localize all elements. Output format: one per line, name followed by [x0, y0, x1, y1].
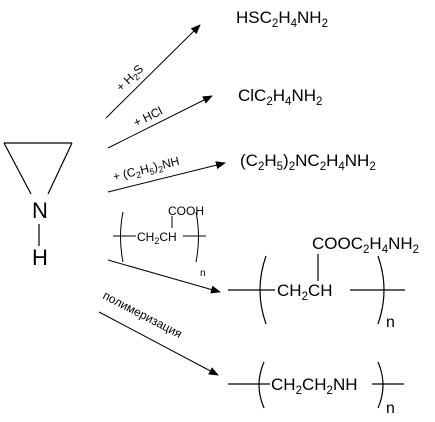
polymer-chain: CH2CH2NH	[271, 375, 358, 397]
reaction-hcl: + HCl	[107, 95, 213, 149]
arrow-h2s	[105, 24, 201, 119]
right-bracket	[377, 361, 384, 409]
polyacrylic-chain: CH2CH	[137, 230, 177, 246]
ring-bond-cn-left	[3, 142, 32, 195]
polyethyleneimine-product: CH2CH2NH n	[228, 361, 404, 417]
hydrogen-atom: H	[32, 245, 48, 270]
polymerization-label: полимеризация	[101, 288, 185, 341]
arrow-hcl	[107, 95, 213, 149]
nitrogen-atom: N	[32, 198, 48, 223]
repeat-index: n	[386, 314, 395, 331]
repeat-index: n	[200, 268, 206, 279]
reagent-diethylamine-label: + (C2H5)2NH	[111, 154, 181, 186]
ring-bond-cn-right	[47, 142, 73, 195]
arrow-polymerization	[98, 311, 219, 376]
left-bracket	[120, 211, 124, 263]
polyacrylate-product: COOC2H4NH2 CH2CH n	[228, 234, 419, 331]
reagent-hcl-label: + HCl	[131, 104, 164, 130]
reagent-h2s-label: + H2S	[113, 62, 147, 96]
reaction-diethylamine: + (C2H5)2NH	[107, 154, 226, 193]
polyacrylic-acid-reagent: CH2CH COOH n	[113, 204, 206, 279]
arrow-polyacrylic	[107, 259, 221, 294]
ester-side-group: COOC2H4NH2	[312, 234, 419, 256]
aziridine-molecule: N H	[3, 142, 73, 270]
left-bracket	[258, 361, 265, 409]
product-thiol: HSC2H4NH2	[236, 8, 328, 30]
carboxyl-group: COOH	[168, 204, 204, 218]
repeat-index: n	[386, 400, 395, 417]
reaction-polymerization: полимеризация	[98, 288, 219, 376]
product-diethylamino: (C2H5)2NC2H4NH2	[240, 151, 376, 173]
reaction-h2s: + H2S	[105, 24, 201, 119]
polymer-chain: CH2CH	[277, 281, 333, 303]
right-bracket	[195, 211, 199, 263]
arrow-diethylamine	[107, 161, 226, 193]
product-chloro: ClC2H4NH2	[238, 86, 322, 108]
